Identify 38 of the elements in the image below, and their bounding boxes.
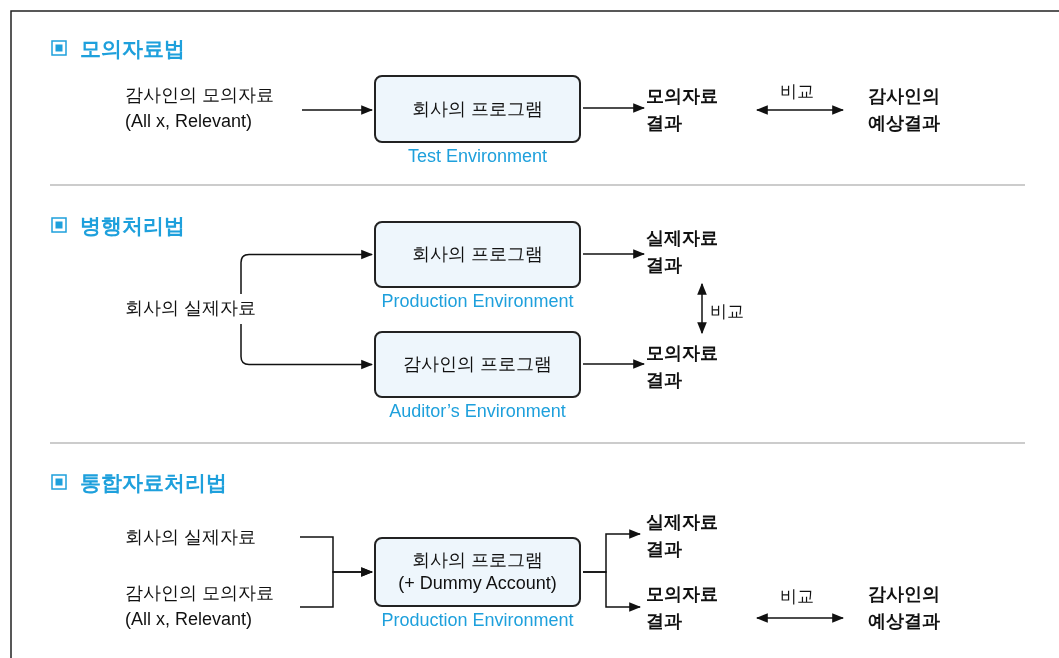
data-label: 감사인의 모의자료 (All x, Relevant) [125, 82, 300, 136]
box-text: 회사의 프로그램 [412, 243, 543, 266]
data-label: 감사인의 모의자료 (All x, Relevant) [125, 580, 300, 634]
arrow [240, 323, 374, 370]
result-label: 감사인의 예상결과 [868, 83, 958, 139]
arrow [301, 105, 374, 115]
result-label: 모의자료 결과 [646, 83, 734, 139]
program-box [374, 331, 581, 398]
program-box [374, 75, 581, 143]
program-box [374, 221, 581, 288]
arrow [582, 359, 646, 369]
program-box [374, 537, 581, 607]
section-heading: 통합자료처리법 [80, 470, 227, 496]
arrow [697, 282, 707, 335]
arrow [299, 567, 374, 608]
arrow [582, 103, 646, 113]
box-text: 감사인의 프로그램 [403, 353, 552, 376]
result-label: 모의자료 결과 [646, 340, 734, 396]
box-text: 회사의 프로그램 [412, 549, 543, 572]
result-label: 감사인의 예상결과 [868, 581, 958, 637]
result-label: 실제자료 결과 [646, 509, 734, 565]
arrow [582, 571, 642, 612]
environment-caption: Test Environment [406, 146, 549, 167]
environment-caption: Auditor’s Environment [388, 401, 567, 422]
section-heading: 병행처리법 [80, 213, 185, 239]
arrow [755, 613, 845, 623]
box-text: 회사의 프로그램 [412, 97, 543, 121]
arrow [582, 249, 646, 259]
arrow [240, 249, 374, 295]
data-label: 회사의 실제자료 [125, 524, 300, 552]
environment-caption: Production Environment [380, 291, 575, 312]
result-label: 실제자료 결과 [646, 225, 734, 281]
arrow [755, 105, 845, 115]
data-label: 회사의 실제자료 [125, 295, 275, 323]
environment-caption: Production Environment [380, 610, 575, 631]
result-label: 모의자료 결과 [646, 581, 734, 637]
box-text: (+ Dummy Account) [398, 572, 557, 595]
section-heading: 모의자료법 [80, 36, 185, 62]
